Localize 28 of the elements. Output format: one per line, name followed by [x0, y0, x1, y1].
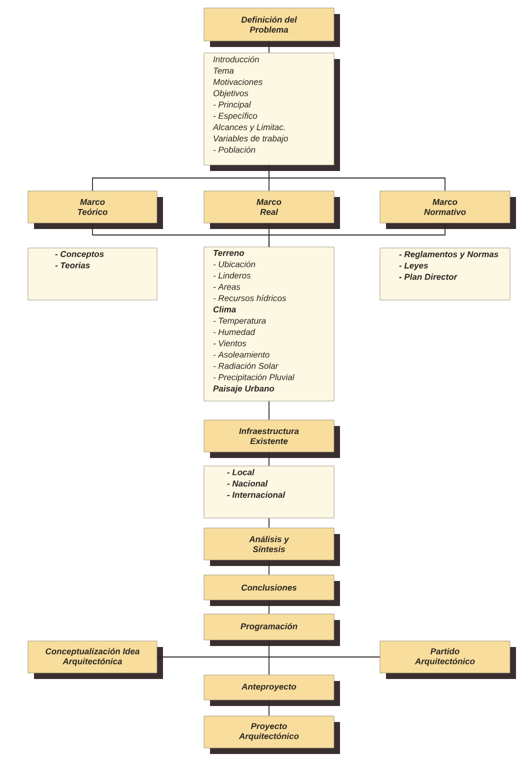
connector-line — [268, 600, 270, 614]
step-box: Análisis y Síntesis — [204, 528, 340, 566]
step-box: Definición del Problema — [204, 8, 340, 47]
step-box: Conclusiones — [204, 574, 340, 606]
list-box: - Reglamentos y Normas - Leyes - Plan Director — [380, 248, 510, 300]
list-box: Introducción Tema Motivaciones Objetivos - Principal - Específico Alcances y Limitac. Variables de trabajo - Población — [204, 52, 340, 171]
step-box: Marco Teórico — [28, 190, 163, 229]
connector-line — [268, 164, 446, 192]
connector-line — [268, 40, 270, 54]
connector-line — [156, 656, 380, 658]
connector-line — [268, 400, 270, 420]
list-box: - Local - Nacional - Internacional — [204, 466, 334, 518]
connector-line — [268, 700, 270, 716]
list-box: - Conceptos - Teorias — [28, 248, 158, 300]
connector-line — [268, 222, 446, 248]
connector-line — [268, 452, 270, 466]
step-box: Marco Normativo — [380, 190, 516, 229]
step-box: Infraestructura Existente — [204, 420, 340, 458]
step-box: Partido Arquitectónico — [380, 640, 516, 679]
step-box: Proyecto Arquitectónico — [204, 716, 340, 754]
list-box: Terreno - Ubicación - Linderos - Areas - Recursos hídricos Clima - Temperatura - Humedad - Vientos - Asoleamiento - Radiación Solar - Precipitación Pluvial Paisaje Urbano — [204, 246, 334, 402]
step-box: Anteproyecto — [204, 674, 340, 706]
connector-line — [268, 640, 270, 676]
step-box: Conceptualización Idea Arquitectónica — [28, 640, 163, 679]
connector-line — [268, 560, 270, 576]
step-box: Marco Real — [204, 190, 340, 229]
connector-line — [268, 518, 270, 528]
step-box: Programación — [204, 614, 340, 646]
